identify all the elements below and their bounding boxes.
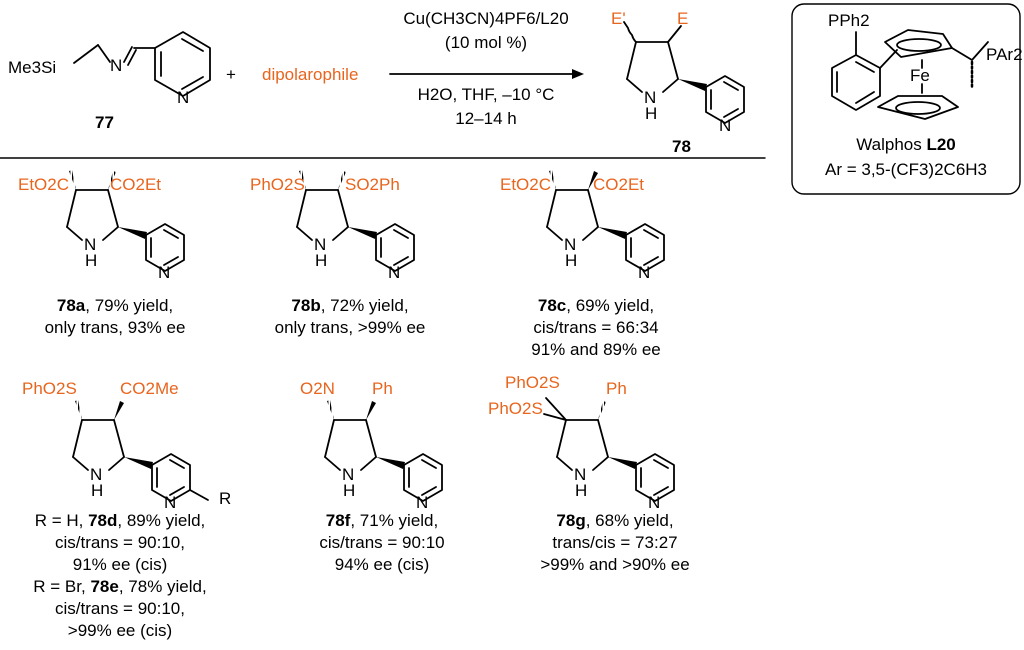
loading-label: (10 mol %) [445,33,527,52]
card-g-right-substituent: Ph [606,379,627,398]
ligand-pph2: PPh2 [828,11,870,30]
product-78g-structure [543,397,675,502]
card-a-pyridine-n: N [158,263,170,282]
caption-78c: 78c, 69% yield, cis/trans = 66:34 91% an… [531,296,661,359]
reagent-si-label: Me3Si [8,58,56,77]
reagent-imine-n: N [110,56,122,75]
ligand-ar-definition: Ar = 3,5-(CF3)2C6H3 [825,160,987,179]
solvent-label: H2O, THF, –10 °C [418,85,555,104]
reagent-pyridine-n: N [177,88,189,107]
reagent-77-structure [73,31,211,97]
reaction-arrow [389,69,584,79]
card-b-nh-n: N [314,235,326,254]
product-78-structure [623,21,745,124]
ligand-fe: Fe [910,66,930,85]
card-f-left-substituent: O2N [300,379,335,398]
product-number: 78 [672,137,691,156]
card-b-pyridine-n: N [388,263,400,282]
card-d-nh-n: N [90,465,102,484]
plus-sign: + [226,65,236,84]
card-f-nh-h: H [343,481,355,500]
caption-78g: 78g, 68% yield, trans/cis = 73:27 >99% a… [540,511,690,574]
product-78b-structure [296,170,415,272]
product-78a-structure [66,170,185,272]
product-78c-structure [546,170,665,272]
caption-78d-78e: R = H, 78d, 89% yield, cis/trans = 90:10… [33,511,207,640]
card-c-pyridine-n: N [638,263,650,282]
ligand-par2: PAr2 [986,45,1023,64]
product-nh-n: N [644,88,656,107]
card-g-left-top-substituent: PhO2S [505,373,560,392]
product-e: E [677,9,688,28]
product-78f-structure [324,400,443,502]
dipolarophile-label: dipolarophile [262,65,358,84]
card-f-nh-n: N [342,465,354,484]
time-label: 12–14 h [455,109,516,128]
card-a-nh-n: N [84,235,96,254]
reagent-number: 77 [95,113,114,132]
card-b-right-substituent: SO2Ph [345,175,400,194]
caption-78a: 78a, 79% yield, only trans, 93% ee [44,296,186,337]
card-c-left-substituent: EtO2C [500,175,551,194]
ligand-box [791,3,1021,195]
card-d-nh-h: H [91,481,103,500]
card-f-right-substituent: Ph [372,379,393,398]
product-nh-h: H [645,104,657,123]
caption-78b: 78b, 72% yield, only trans, >99% ee [274,296,426,337]
card-d-pyridine-n: N [164,493,176,512]
catalyst-label: Cu(CH3CN)4PF6/L20 [403,9,568,28]
product-pyridine-n: N [719,116,731,135]
card-f-pyridine-n: N [416,493,428,512]
ligand-name: Walphos L20 [856,135,956,154]
card-b-left-substituent: PhO2S [250,175,305,194]
product-78d-structure [72,400,209,502]
card-g-nh-n: N [574,465,586,484]
card-a-nh-h: H [85,251,97,270]
product-e-prime: E' [611,9,626,28]
caption-78f: 78f, 71% yield, cis/trans = 90:10 94% ee… [319,511,445,574]
card-b-nh-h: H [315,251,327,270]
card-a-left-substituent: EtO2C [18,175,69,194]
card-d-left-substituent: PhO2S [22,379,77,398]
card-g-pyridine-n: N [648,493,660,512]
card-c-nh-h: H [565,251,577,270]
card-a-right-substituent: CO2Et [110,175,161,194]
card-g-nh-h: H [575,481,587,500]
card-d-r-label: R [219,489,231,508]
card-g-left-bottom-substituent: PhO2S [488,399,543,418]
card-c-right-substituent: CO2Et [593,175,644,194]
card-c-nh-n: N [564,235,576,254]
card-d-right-substituent: CO2Me [120,379,179,398]
